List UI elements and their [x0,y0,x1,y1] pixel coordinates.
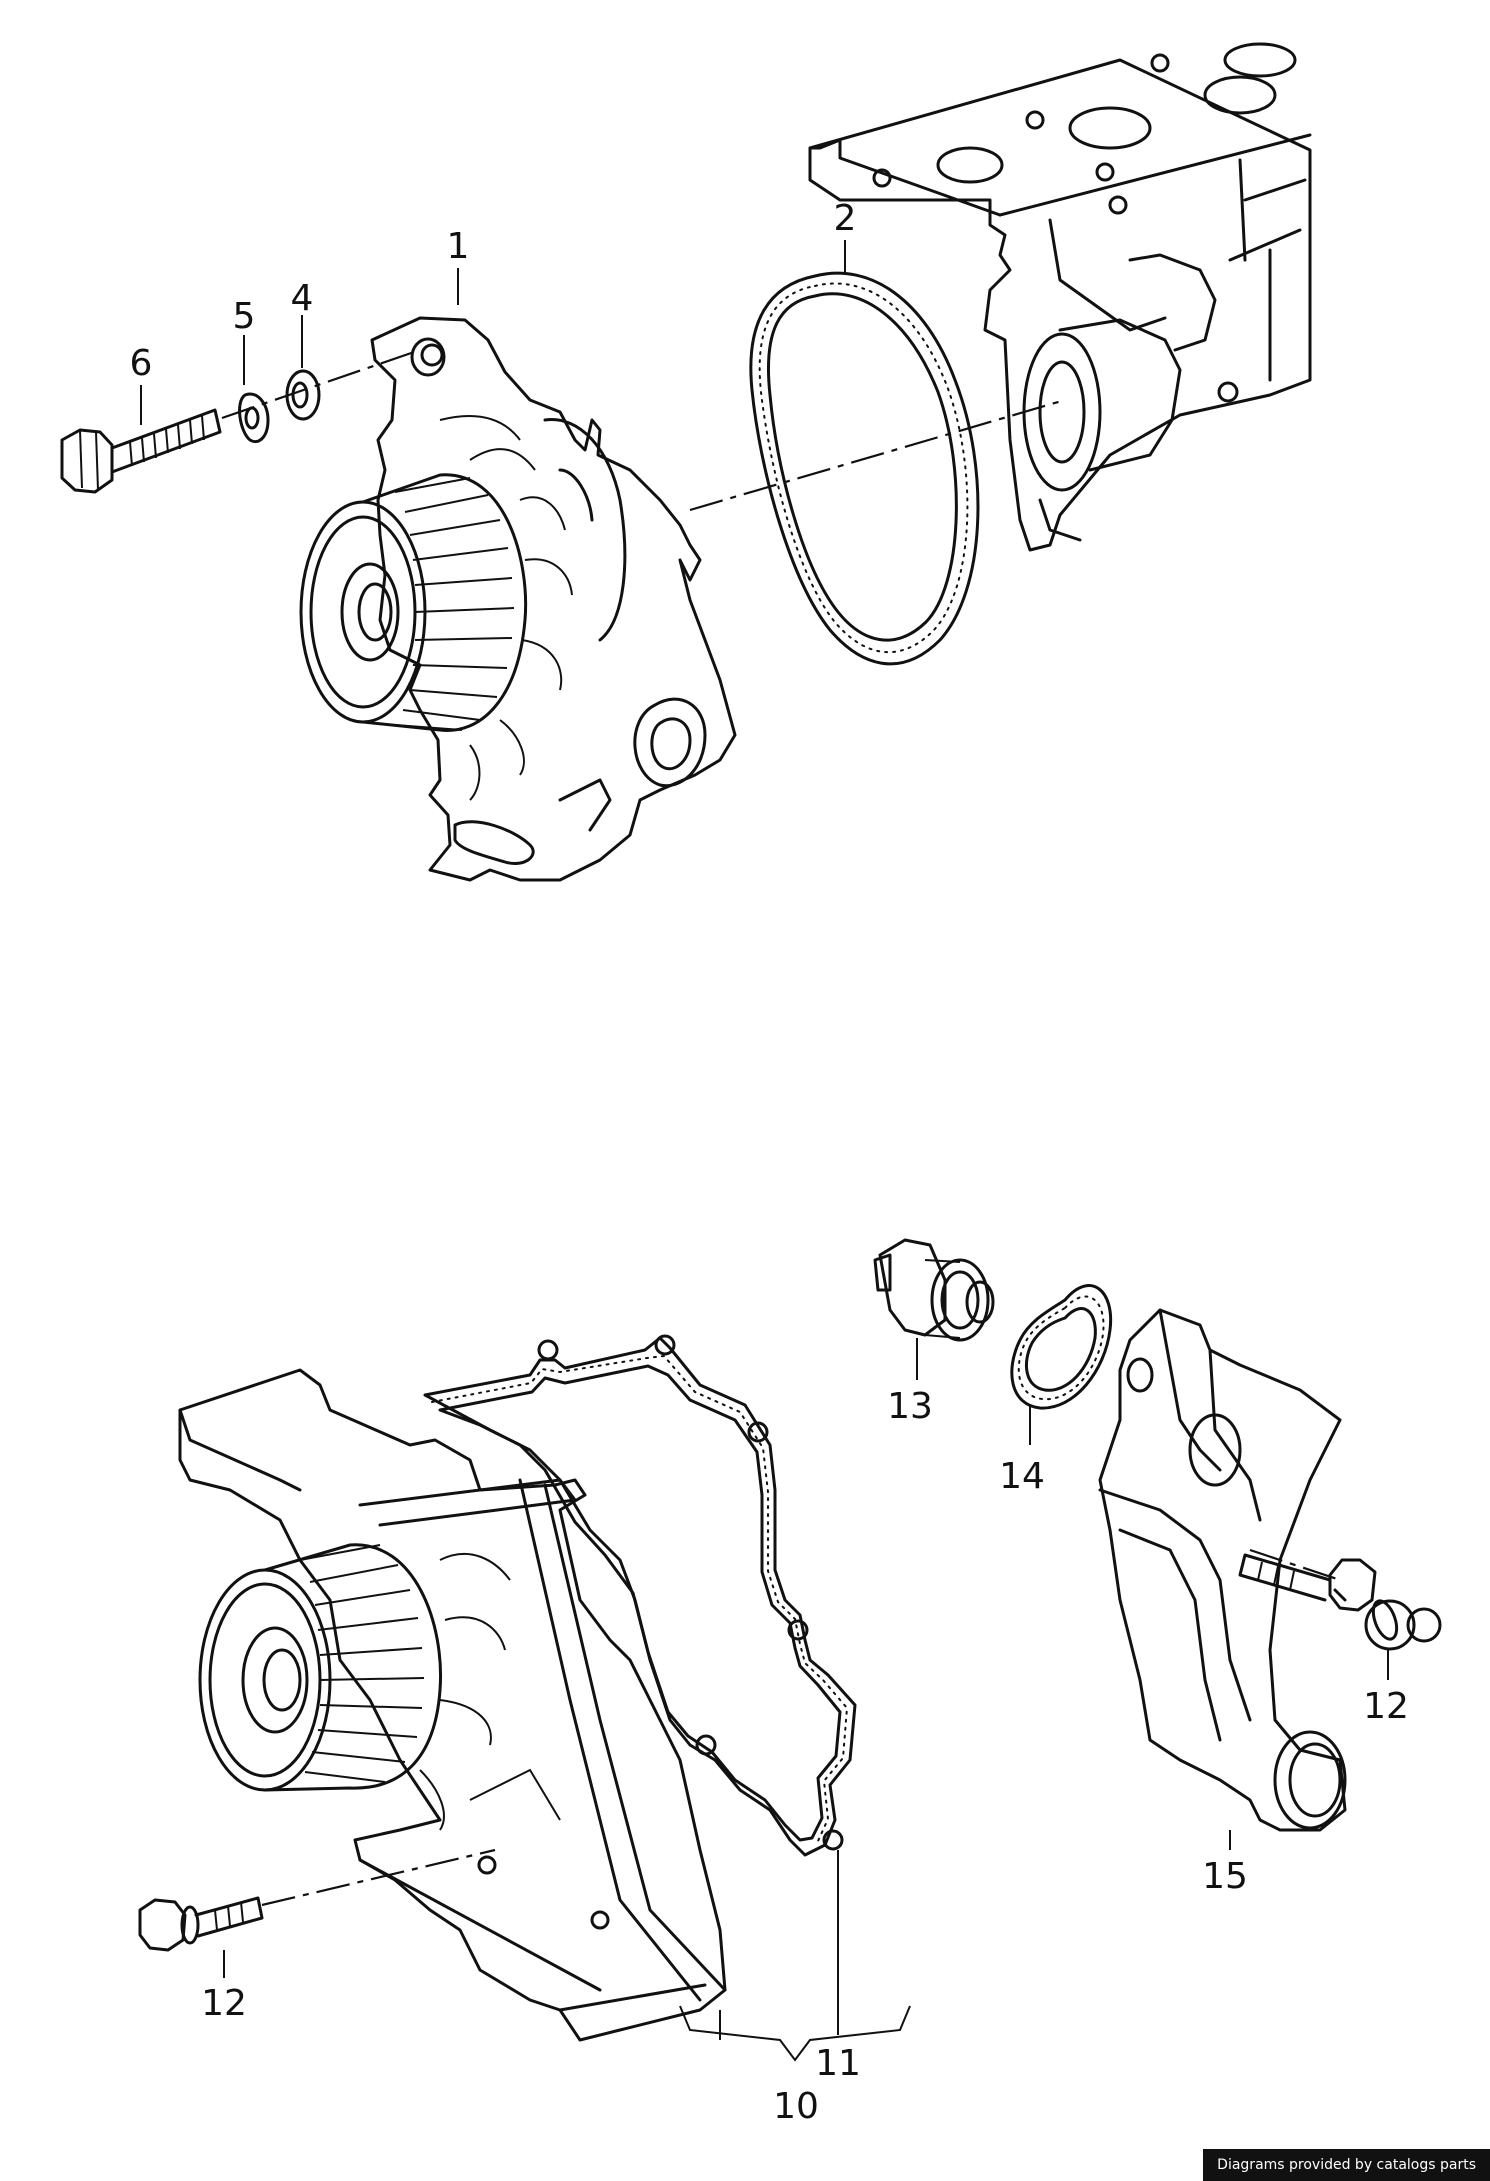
callout-1: 1 [447,226,470,267]
spring-washer-5 [238,392,270,444]
axis-line-top-left [221,348,421,420]
callout-12-right: 12 [1363,1686,1409,1727]
thermostat-13 [873,1238,995,1342]
callout-leaders-top [140,240,846,425]
bolt-6 [60,408,222,494]
axis-line-top-right [689,398,1066,512]
callout-leaders-bottom [223,1338,1389,2062]
bolt-12-left [138,1896,264,1952]
callout-14: 14 [999,1456,1045,1497]
axis-line-bottom-left [261,1848,496,1907]
gasket-11 [423,1334,857,1857]
gasket-2 [749,271,980,666]
bolt-12-right [1238,1553,1442,1651]
credit-badge: Diagrams provided by catalogs parts [1203,2149,1490,2181]
callout-6: 6 [130,343,153,384]
water-pump-10 [178,1368,727,2042]
callout-12-left: 12 [201,1983,247,2024]
seal-14 [1010,1284,1113,1410]
callout-5: 5 [233,296,256,337]
callout-2: 2 [834,198,857,239]
callout-13: 13 [887,1386,933,1427]
callout-10: 10 [773,2086,819,2127]
axis-line-bottom-right [1249,1548,1341,1582]
callout-11: 11 [815,2043,861,2084]
coolant-housing-15 [1098,1308,1347,1832]
water-pump-1 [299,316,737,882]
engine-block [808,42,1312,552]
callout-15: 15 [1202,1856,1248,1897]
callout-4: 4 [291,278,314,319]
